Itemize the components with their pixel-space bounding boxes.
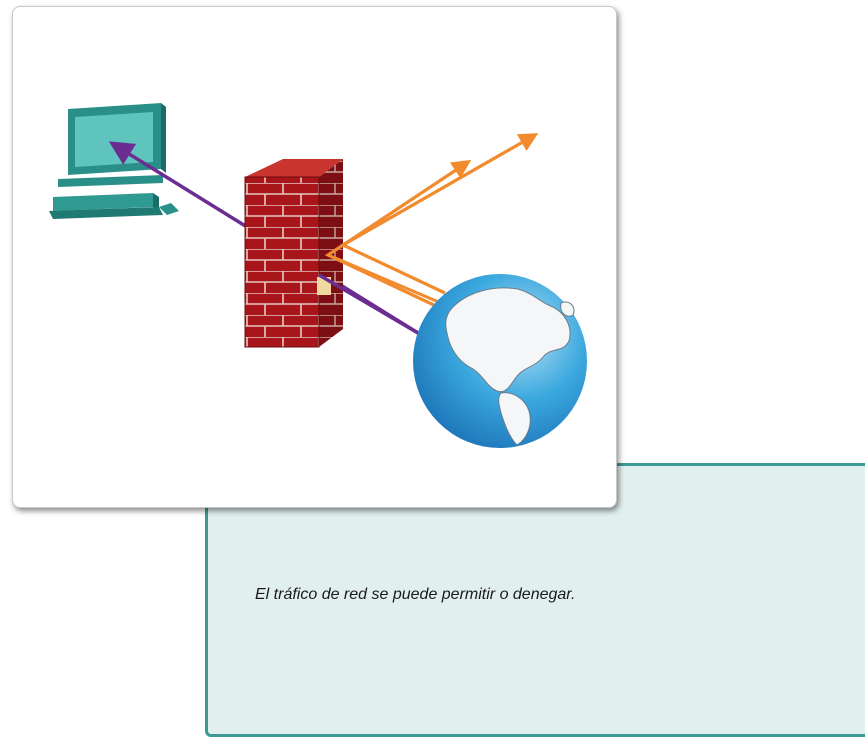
firewall-diagram bbox=[49, 103, 587, 448]
caption-panel: El tráfico de red se puede permitir o de… bbox=[205, 463, 865, 737]
computer-icon bbox=[49, 103, 179, 219]
caption-text: El tráfico de red se puede permitir o de… bbox=[255, 586, 576, 603]
globe-icon bbox=[413, 274, 587, 448]
denied-flow-arrows bbox=[324, 133, 539, 309]
diagram-card bbox=[12, 6, 617, 508]
